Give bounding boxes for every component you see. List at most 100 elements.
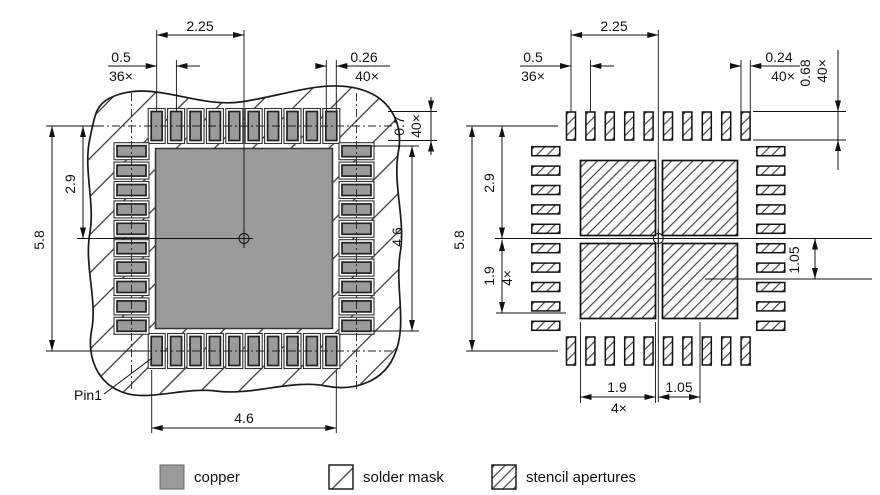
legend-copper-label: copper — [194, 469, 240, 486]
dim-count-label: 40× — [408, 114, 424, 138]
stencil-pad — [682, 111, 693, 141]
stencil-pad — [531, 262, 561, 273]
stencil-pad — [585, 111, 596, 141]
dim-label: 1.9 — [607, 379, 627, 395]
stencil-pad — [701, 111, 713, 141]
stencil-pad — [565, 111, 577, 141]
stencil-pad — [531, 301, 561, 312]
dim-label: 5.8 — [451, 230, 467, 250]
dim-count-label: 36× — [109, 68, 133, 84]
dim-thermal-height: 1.9 4× — [481, 240, 566, 314]
copper-swatch — [159, 464, 185, 490]
center-mark — [77, 30, 253, 248]
stencil-pad — [604, 336, 616, 366]
stencil-pad — [756, 281, 786, 293]
dim-label: 0.5 — [523, 49, 543, 65]
stencil-pad — [682, 336, 693, 366]
dim-label: 2.25 — [600, 18, 627, 34]
stencil-pad — [531, 204, 561, 215]
dim-label: 0.24 — [765, 49, 792, 65]
dim-thermal-offset-h: 1.05 — [658, 322, 701, 403]
thermal-apertures — [579, 159, 739, 320]
stencil-pad — [623, 111, 635, 141]
dim-pad-center-span: 2.25 — [570, 18, 659, 112]
stencil-pad — [531, 223, 561, 235]
dim-count-label: 40× — [814, 59, 830, 83]
stencil-pad — [531, 281, 561, 293]
stencil-pad — [756, 242, 786, 254]
dim-thermal-offset-v: 1.05 — [705, 238, 872, 280]
dim-label: 5.8 — [31, 230, 47, 250]
dim-count-label: 4× — [611, 400, 627, 416]
dim-label: 0.5 — [111, 49, 131, 65]
stencil-pad — [662, 336, 674, 366]
dim-pitch: 0.5 36× — [520, 49, 614, 112]
center-mark — [495, 30, 872, 402]
stencil-pad — [720, 336, 732, 366]
right-view: 2.25 0.5 36× 0.24 40× 0.68 — [451, 18, 872, 416]
dim-label: 2.25 — [186, 18, 213, 34]
dim-full-height: 5.8 — [451, 125, 558, 352]
stencil-pad — [756, 223, 786, 235]
dim-pitch: 0.5 36× — [108, 49, 200, 112]
pin1-label: Pin1 — [74, 387, 102, 403]
stencil-pad — [531, 320, 561, 332]
dim-label: 0.7 — [391, 116, 407, 136]
dim-count-label: 4× — [499, 270, 515, 286]
dim-label: 1.05 — [665, 379, 692, 395]
dim-row-span-right: 4.6 — [372, 145, 419, 332]
stencil-square — [661, 242, 739, 320]
stencil-square — [579, 242, 657, 320]
dim-aperture-length: 0.68 40× — [753, 50, 846, 170]
legend: copper solder mask stencil apertures — [159, 464, 636, 490]
stencil-pad — [756, 262, 786, 273]
stencil-pad — [623, 336, 635, 366]
stencil-pad — [662, 111, 674, 141]
legend-stencil-label: stencil apertures — [526, 469, 636, 486]
stencil-pad — [756, 301, 786, 312]
solder-mask-swatch — [328, 464, 354, 490]
dim-label: 2.9 — [481, 173, 497, 193]
dim-label: 4.6 — [389, 227, 405, 247]
stencil-pad — [740, 111, 751, 141]
stencil-pad — [565, 336, 577, 366]
dim-label: 0.68 — [797, 59, 813, 86]
dim-half-height: 2.9 — [481, 126, 505, 239]
stencil-pad — [643, 336, 654, 366]
stencil-pad — [585, 336, 596, 366]
stencil-pad — [531, 165, 561, 176]
dim-half-height: 2.9 — [62, 126, 86, 239]
dim-row-span-bottom: 4.6 — [151, 370, 337, 433]
dim-pad-center-span: 2.25 — [156, 18, 244, 112]
dim-label: 1.05 — [786, 246, 802, 273]
stencil-pad — [643, 111, 654, 141]
dim-full-height: 5.8 — [31, 125, 145, 352]
dim-aperture-width: 0.24 40× — [730, 49, 800, 112]
stencil-pad — [756, 145, 786, 157]
stencil-pad — [531, 242, 561, 254]
stencil-pad — [531, 184, 561, 196]
dim-thermal-width: 1.9 4× — [580, 322, 656, 416]
dim-label: 0.26 — [350, 49, 377, 65]
dim-label: 4.6 — [234, 410, 254, 426]
stencil-square — [579, 159, 657, 237]
stencil-pad — [720, 111, 732, 141]
dim-label: 2.9 — [62, 174, 78, 194]
legend-solder-mask-label: solder mask — [363, 469, 444, 486]
stencil-pad — [531, 145, 561, 157]
dim-pad-width: 0.26 40× — [315, 49, 390, 112]
stencil-pad — [756, 165, 786, 176]
stencil-apertures-swatch — [491, 464, 517, 490]
stencil-pad — [756, 184, 786, 196]
dim-count-label: 40× — [355, 68, 379, 84]
stencil-square — [661, 159, 739, 237]
stencil-pad — [604, 111, 616, 141]
left-view: 2.25 0.5 36× 0.26 40× 0.7 — [31, 18, 437, 433]
dim-pad-length: 0.7 40× — [388, 97, 437, 155]
dim-count-label: 40× — [771, 68, 795, 84]
stencil-pad — [756, 204, 786, 215]
stencil-pad — [701, 336, 713, 366]
dim-count-label: 36× — [521, 68, 545, 84]
